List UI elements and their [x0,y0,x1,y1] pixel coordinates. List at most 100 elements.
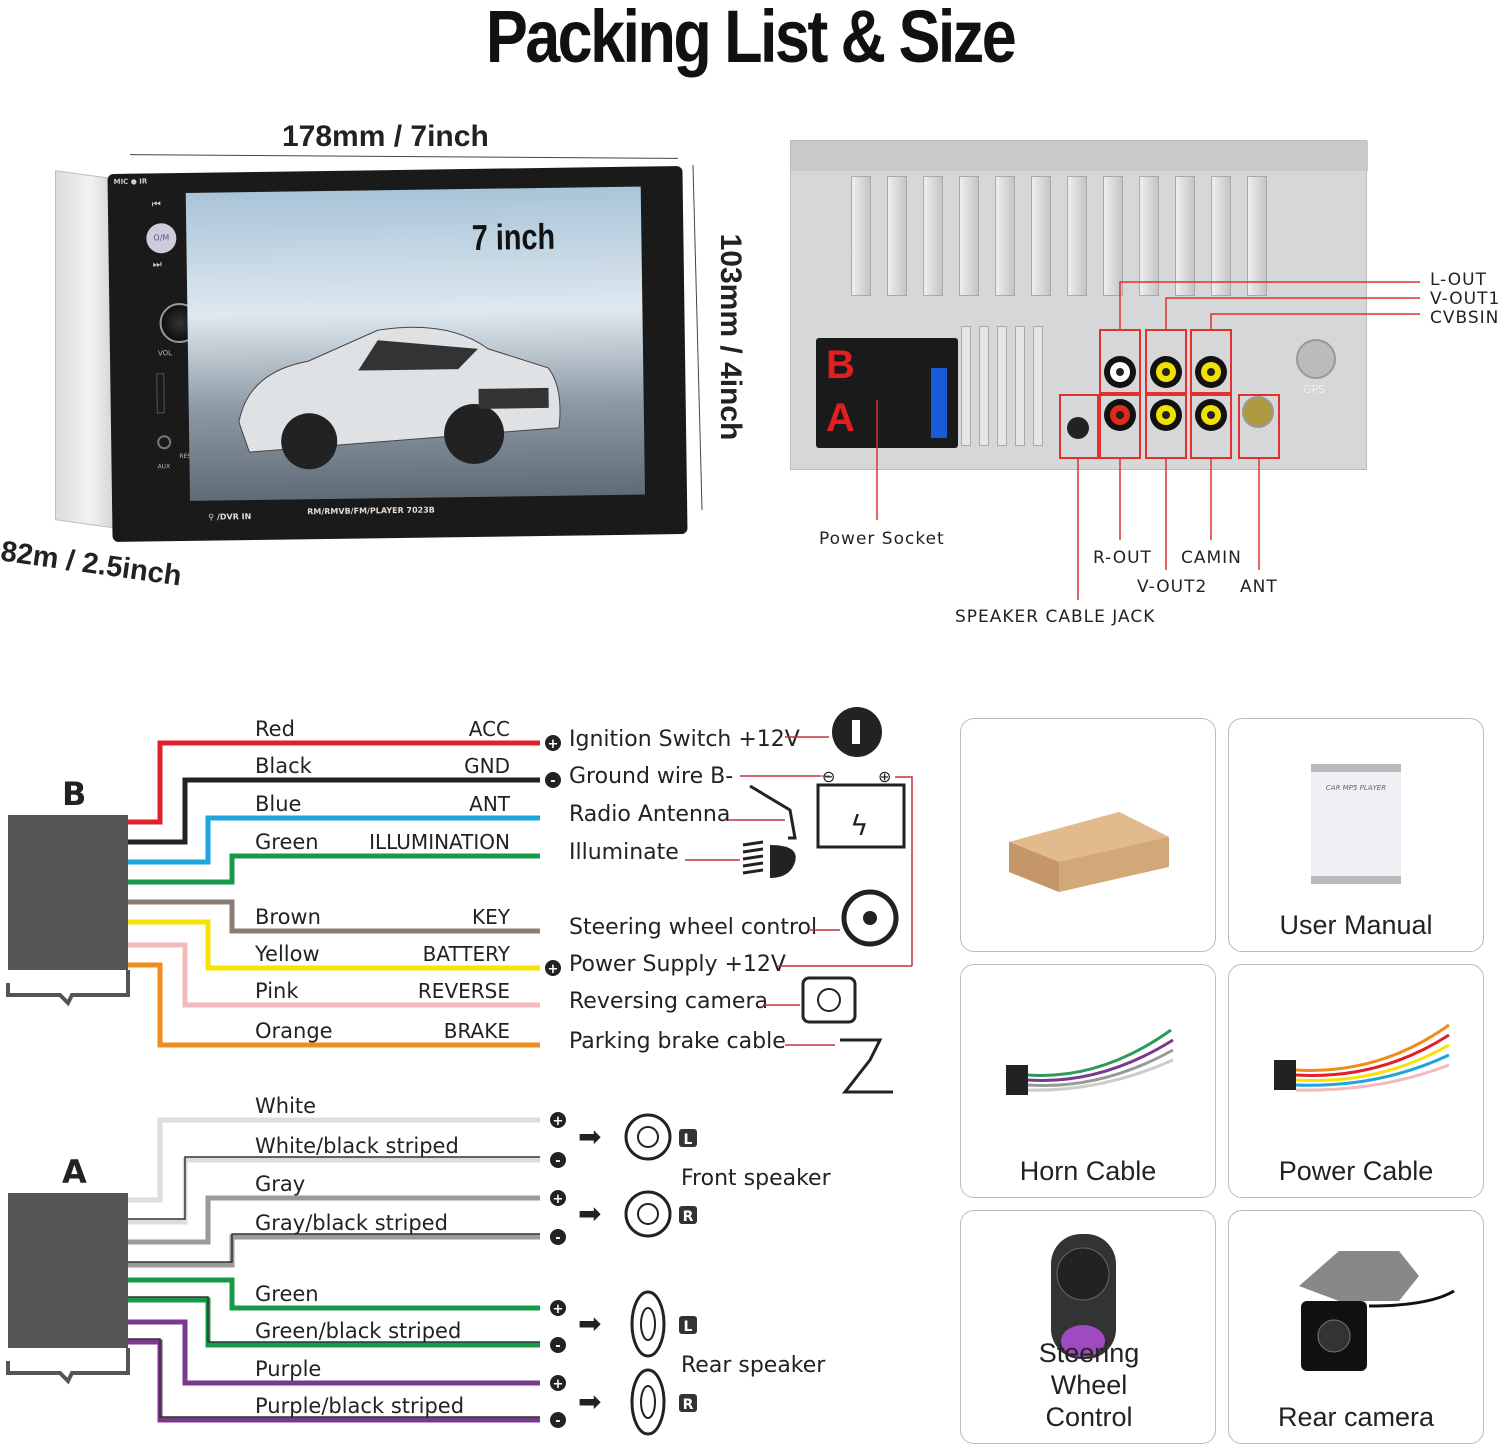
speaker-cone [637,1126,659,1148]
destination-label: Power Supply +12V [569,952,786,977]
fin [1175,176,1195,296]
wire-stripe [128,1338,540,1418]
battery-icon [816,783,906,849]
wire-black [128,777,540,845]
package-item-label: Horn Cable [1019,1156,1157,1186]
package-item-card: Rear camera [1228,1210,1484,1444]
car-image [238,326,561,470]
page-title: Packing List & Size [485,0,1017,78]
callout-v-out1: V-OUT1 [1430,289,1500,309]
wire-red [128,740,540,825]
package-item-card: Steering Wheel Control [960,1210,1216,1444]
wire-color-label: Black [255,754,313,778]
wire-stripe [128,1296,540,1343]
minus-icon: - [550,774,555,789]
steering-wheel-icon [841,889,899,947]
connector-a-label: A [826,396,855,440]
wire-color-label: Green [255,1282,319,1306]
cvbsin-jack-pin [1207,368,1215,376]
channel-label: R [683,1397,694,1413]
wire-color-label: Green [255,830,319,854]
package-item-label: User Manual [1279,910,1433,940]
light-beam [742,861,764,868]
callout-r-out: R-OUT [1093,548,1152,568]
plus-icon: + [553,1302,564,1317]
minus-icon: - [555,1154,560,1169]
wire-function-label: ACC [469,717,510,741]
destination-label: Parking brake cable [569,1029,786,1054]
wire-color-label: Gray [255,1172,305,1196]
battery-positive-line [895,776,913,966]
fin [979,326,989,446]
callout-ant: ANT [1240,577,1278,597]
fin [1033,326,1043,446]
camera-icon [801,976,857,1024]
headlight-icon [770,845,796,878]
manual-cover-text: CAR MP5 PLAYER [1311,764,1401,884]
channel-label: R [683,1209,694,1225]
fin [961,326,971,446]
speaker-icon [624,1190,672,1238]
plus-icon: + [553,1377,564,1392]
package-item-label: Rear camera [1277,1402,1435,1432]
sign-icon [550,1152,566,1168]
b-connector-label: B [62,775,86,813]
callout-camin: CAMIN [1181,548,1242,568]
camin-jack-pin [1207,411,1215,419]
v-out2-jack-pin [1162,411,1170,419]
callout-speaker-jack: SPEAKER CABLE JACK [955,607,1156,627]
light-beam [742,840,764,847]
callout-l-out: L-OUT [1430,270,1487,290]
plus-icon: + [548,962,559,977]
panel-top-edge [791,141,1368,171]
wire-color-label: White/black striped [255,1134,459,1158]
minus-icon: - [555,1339,560,1354]
minus-icon: - [555,1414,560,1429]
speaker-jack [1067,417,1089,439]
speaker-cone [640,1307,656,1341]
v-out1-jack-pin [1162,368,1170,376]
gps-label: GPS [1303,383,1326,396]
channel-badge [679,1206,697,1224]
wire-function-label: BRAKE [444,1019,510,1043]
speaker-group-label: Front speaker [681,1166,832,1191]
b-connector-clip [6,970,130,1007]
sign-icon [545,735,561,751]
speaker-cone [637,1203,659,1225]
sign-icon [545,960,561,976]
sign-icon [550,1412,566,1428]
destination-label: Ground wire B- [569,764,733,789]
destination-label: Illuminate [569,840,679,865]
head-unit-front: MIC ● IR O/M ⏮ ⏭ VOL RES AUX 7 inch ⚲ /D… [107,166,688,542]
wire-color-label: Blue [255,792,301,816]
plus-icon: + [553,1114,564,1129]
a-connector-clip [6,1348,130,1385]
wire-white [128,1117,540,1203]
fin [887,176,907,296]
fin [851,176,871,296]
sign-icon [550,1190,566,1206]
channel-label: L [684,1132,693,1148]
fin [923,176,943,296]
package-item-card [960,718,1216,952]
light-beam [742,868,764,875]
destination-label: Reversing camera [569,989,768,1014]
fin [995,176,1015,296]
wire-brown [128,899,540,934]
destination-label: Steering wheel control [569,915,817,940]
wire-color-label: Brown [255,905,321,929]
sign-icon [550,1300,566,1316]
plus-icon: + [548,737,559,752]
gps-port[interactable] [1296,339,1336,379]
battery-minus-icon: ⊖ [822,767,835,786]
sign-icon [550,1112,566,1128]
callout-v-out2: V-OUT2 [1137,577,1208,597]
arrow-icon: ➡ [578,1385,601,1418]
destination-label: Radio Antenna [569,802,730,827]
width-dimension: 178mm / 7inch [282,120,489,153]
package-item-card: CAR MP5 PLAYER User Manual [1228,718,1484,952]
fuse [931,368,947,438]
wire-yellow [128,919,540,971]
screen[interactable]: 7 inch [185,186,645,501]
wire-color-label: Yellow [254,942,320,966]
